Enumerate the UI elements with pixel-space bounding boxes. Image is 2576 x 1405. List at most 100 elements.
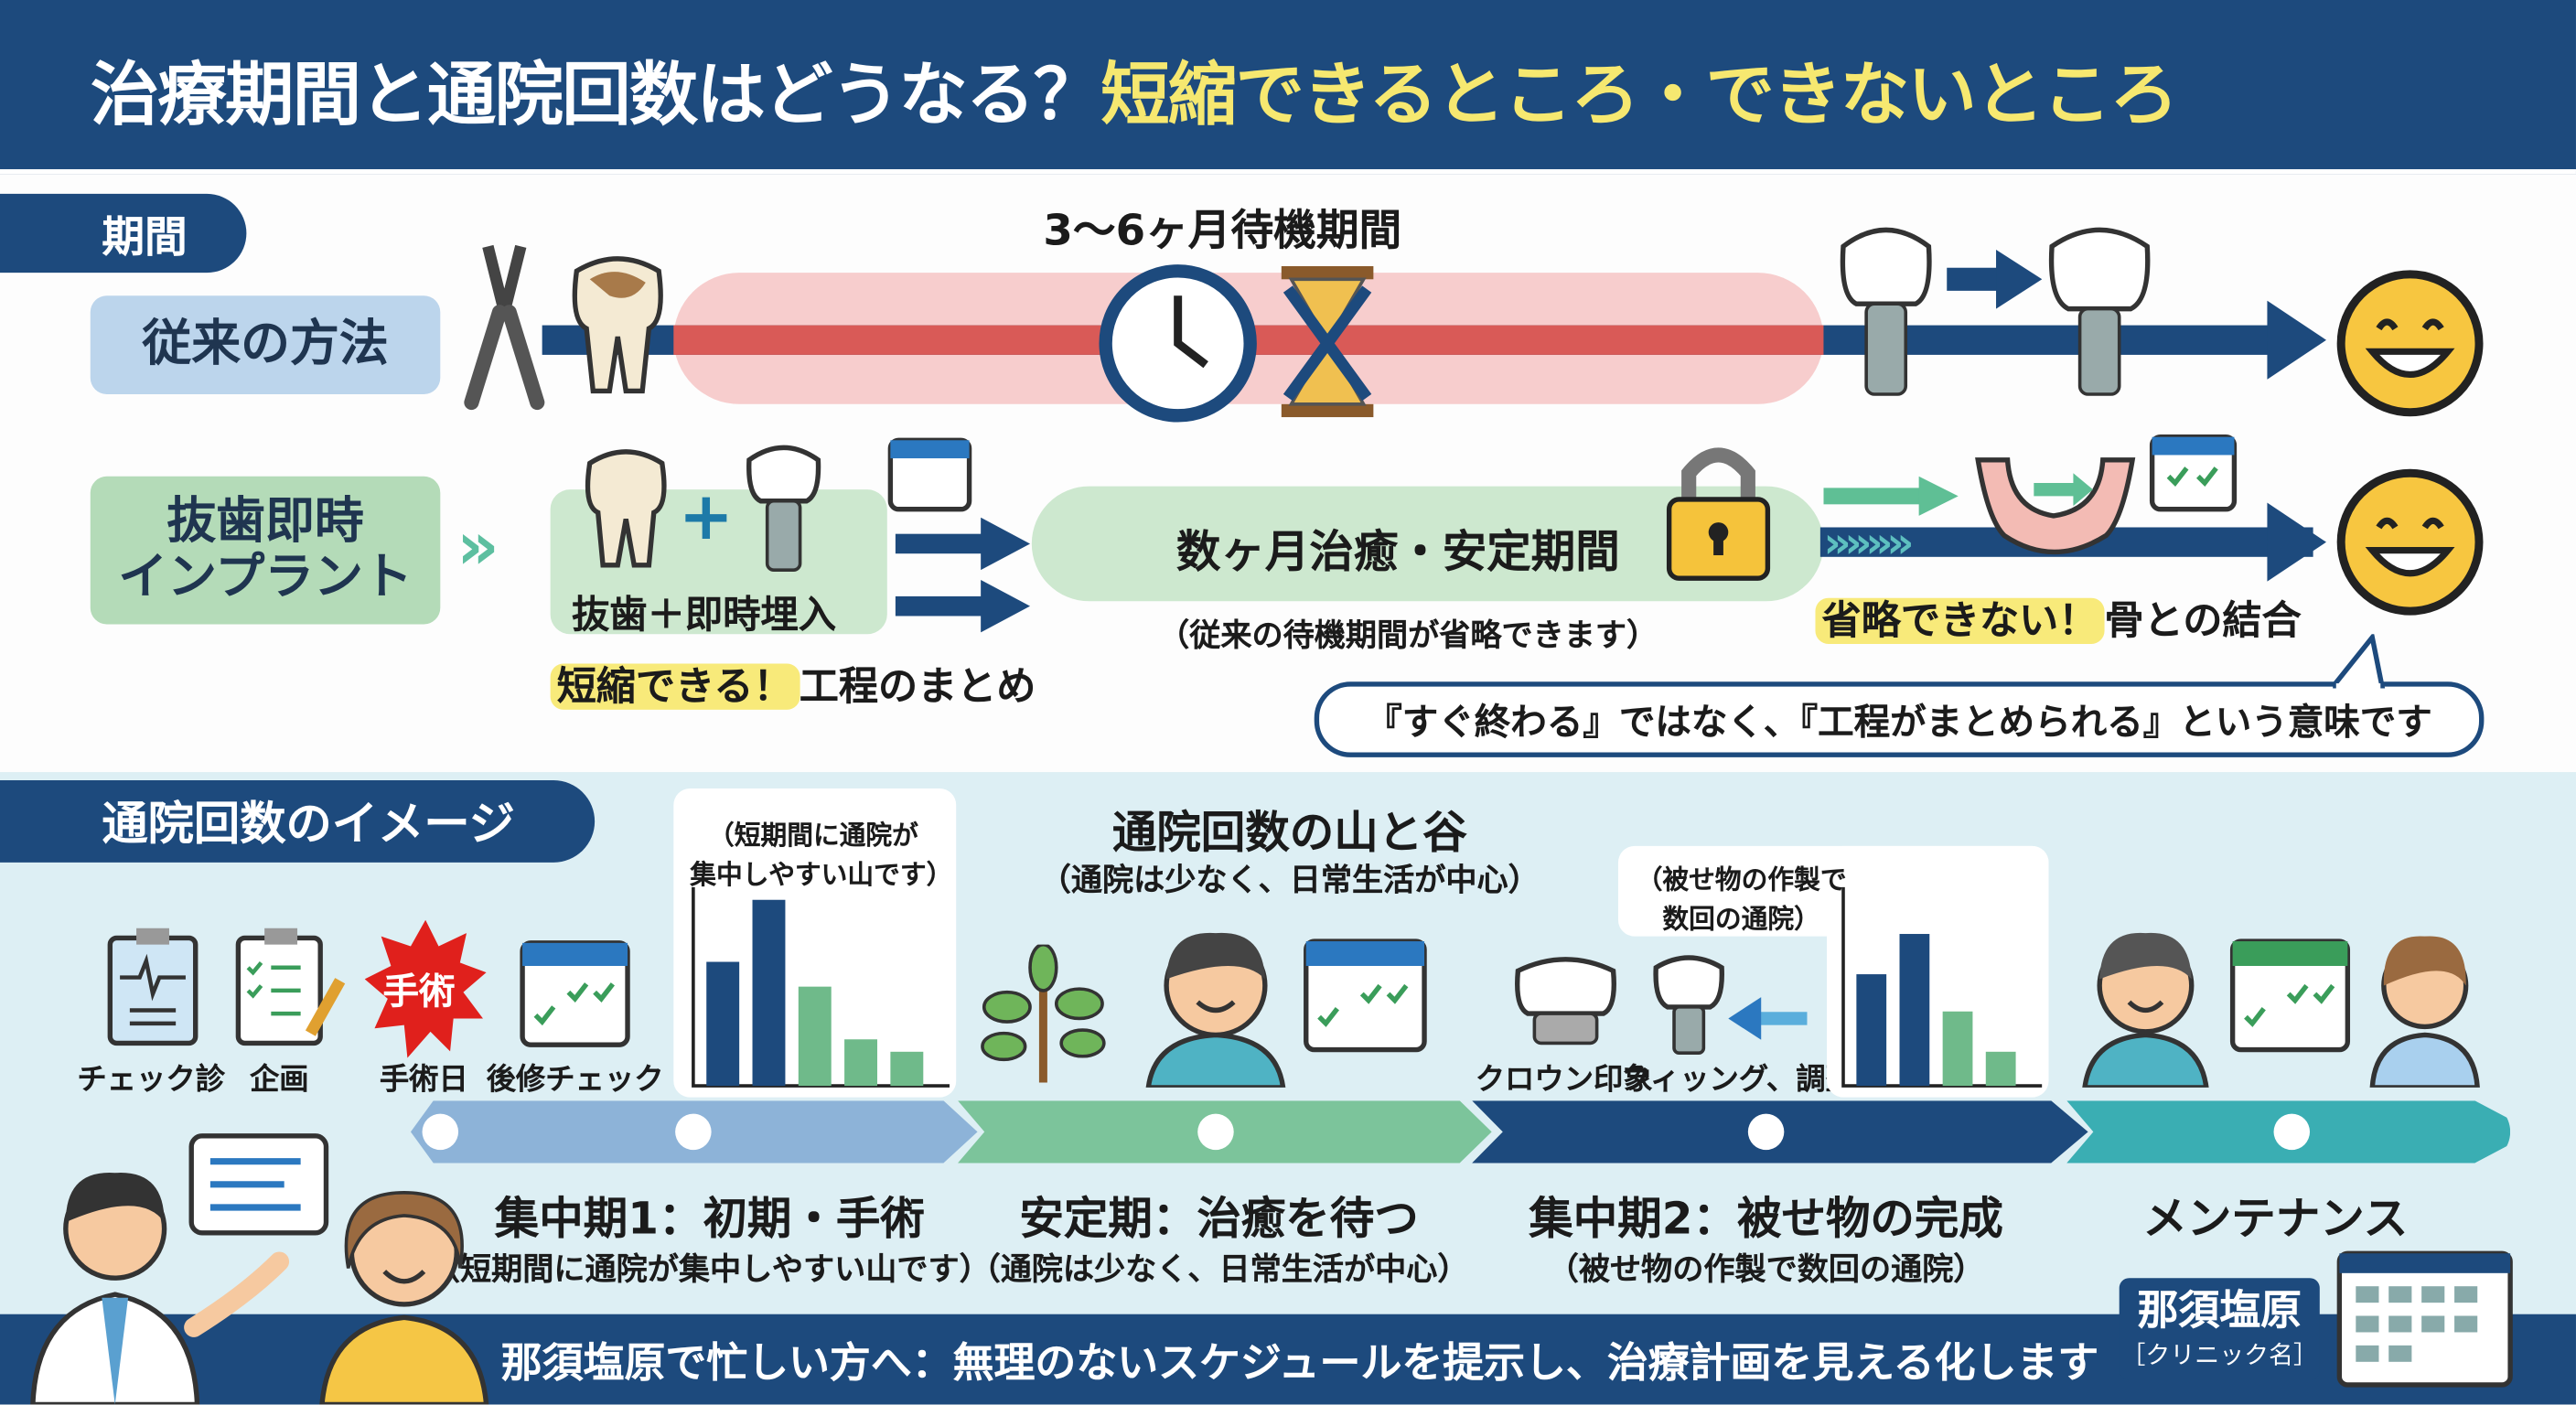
chart2-note-line2: 数回の通院） [1662,903,1820,935]
chart-bar [1985,1051,2016,1087]
chart-bar [752,899,786,1087]
phase-4-title: メンテナンス [2142,1194,2409,1246]
chat-bubble-icon [188,1133,329,1236]
calendar-icon [887,437,972,512]
timeline-dot [1747,1113,1785,1151]
phase-1-subtitle: （短期間に通院が集中しやすい山です） [428,1251,991,1288]
page-title: 治療期間と通院回数はどうなる？短縮できるところ・できないところ [90,39,2179,140]
chart1-note-line2: 集中しやすい山です） [690,859,953,891]
tooth-icon [585,449,667,568]
jaw-bone-icon [1975,457,2136,555]
visits-bar-chart-1 [692,886,950,1088]
timeline-dot [1197,1113,1234,1151]
chart-bar [798,986,832,1087]
chart-bar [890,1051,924,1087]
visits-section-label: 通院回数のイメージ [0,780,596,863]
timeline-dot [422,1113,459,1151]
speech-bubble: 『すぐ終わる』ではなく、『工程がまとめられる』という意味です [1314,681,2485,757]
immediate-implant-label: 抜歯即時インプラント [90,476,441,625]
shortenable-note: 短縮できる！工程のまとめ [550,654,1036,712]
arrow-right-icon [2267,300,2326,380]
icon-label-plan: 企画 [249,1062,309,1098]
implant-complete-icon [2048,227,2151,396]
title-main: 治療期間と通院回数はどうなる？ [90,54,1102,135]
chart-bar [1899,934,1930,1087]
chart-bar [844,1039,878,1087]
plus-icon: + [678,479,734,556]
green-arrow-icon [1823,476,1959,516]
checklist-plan-icon [235,928,346,1046]
implant-icon [1653,955,1724,1055]
visits-bar-chart-2 [1841,886,2043,1088]
extraction-step-label: 抜歯＋即時埋入 [571,595,837,638]
icon-label-post-check: 後修チェック [486,1062,664,1098]
phase-2-title: 安定期：治癒を待つ [1019,1194,1419,1246]
calendar-check-icon [1304,938,1427,1053]
not-omittable-text: 骨との結合 [2104,597,2302,644]
timeline-dot [2273,1113,2311,1151]
dentist-illustration [30,1173,290,1405]
title-highlight: 短縮できるところ・できないところ [1100,54,2178,135]
waiting-period-label: 3〜6ヶ月待機期間 [1043,207,1402,257]
phase-1-title: 集中期1：初期・手術 [494,1194,925,1246]
crown-impression-label: クロウン印象 [1475,1062,1653,1098]
chart-bar [1856,974,1887,1087]
label-line2: インプラント [118,548,413,606]
patient-icon [2082,932,2209,1088]
phase-3-title: 集中期2：被せ物の完成 [1529,1194,2003,1246]
clock-icon [1099,264,1257,423]
patient-icon [1145,932,1286,1088]
phase-2-subtitle: （通院は少なく、日常生活が中心） [969,1251,1469,1288]
icon-label-checkup: チェック診 [77,1062,226,1098]
calendar-check-icon [520,940,630,1047]
not-omittable-badge: 省略できない！ [1815,597,2105,644]
speech-bubble-tail [2333,634,2386,689]
pliers-icon [464,244,545,411]
arrow-right-icon [1947,249,2043,309]
chart-bar [1942,1011,1973,1087]
hourglass-crossed-icon [1281,265,1374,418]
double-arrow-icon [895,517,1031,633]
smiley-face-icon [2336,468,2484,616]
surgery-badge: 手術 [382,972,456,1014]
arrow-right-icon [2267,502,2326,582]
icon-label-surgery-day: 手術日 [379,1062,468,1098]
healing-period-label: 数ヶ月治癒・安定期間 [1175,527,1620,579]
chart-axis [1841,886,2043,1088]
surgery-burst-icon [364,919,487,1058]
chart1-note-line1: （短期間に通院が [708,820,918,852]
crown-icon [1515,957,1616,1046]
desk-calendar-icon [2336,1250,2513,1388]
patient-woman-illustration [319,1191,489,1405]
calendar-check-icon [2229,938,2351,1053]
clinic-name-placeholder: ［クリニック名］ [2120,1340,2319,1370]
healing-period-note: （従来の待機期間が省略できます） [1158,617,1658,654]
not-omittable-note: 省略できない！骨との結合 [1815,588,2302,646]
clinic-name: 那須塩原 [2137,1286,2302,1335]
chart2-note: （被せ物の作製で数回の通院） [1626,857,1856,936]
footer-message: 那須塩原で忙しい方へ：無理のないスケジュールを提示し、治療計画を見える化します [500,1338,2099,1387]
implant-icon [746,445,821,572]
smiley-face-icon [2336,270,2484,417]
chevrons-icon: »»»» [1823,519,1914,569]
implant-crown-icon [1840,227,1932,396]
chart-bar [706,961,740,1087]
label-line1: 抜歯即時 [166,491,364,550]
shortenable-text: 工程のまとめ [799,663,1036,710]
shortenable-badge: 短縮できる！ [550,663,800,710]
clinic-name-box: 那須塩原 ［クリニック名］ [2119,1278,2320,1380]
sapling-icon [981,944,1106,1083]
period-section-label: 期間 [0,193,247,273]
chart-axis [692,886,950,1088]
speech-bubble-text: 『すぐ終わる』ではなく、『工程がまとめられる』という意味です [1366,702,2432,745]
calendar-check-icon [2149,434,2238,512]
chart1-note: （短期間に通院が集中しやすい山です） [690,813,953,892]
center-title: 通院回数の山と谷 [1111,808,1467,860]
clipboard-checkup-icon [107,928,199,1046]
damaged-tooth-icon [572,256,663,394]
schedule-lines-icon [209,1158,301,1211]
dental-staff-icon [2369,936,2480,1088]
fitting-adjustment-label: フィッング、調整 [1621,1062,1855,1098]
conventional-method-label: 従来の方法 [90,295,441,395]
